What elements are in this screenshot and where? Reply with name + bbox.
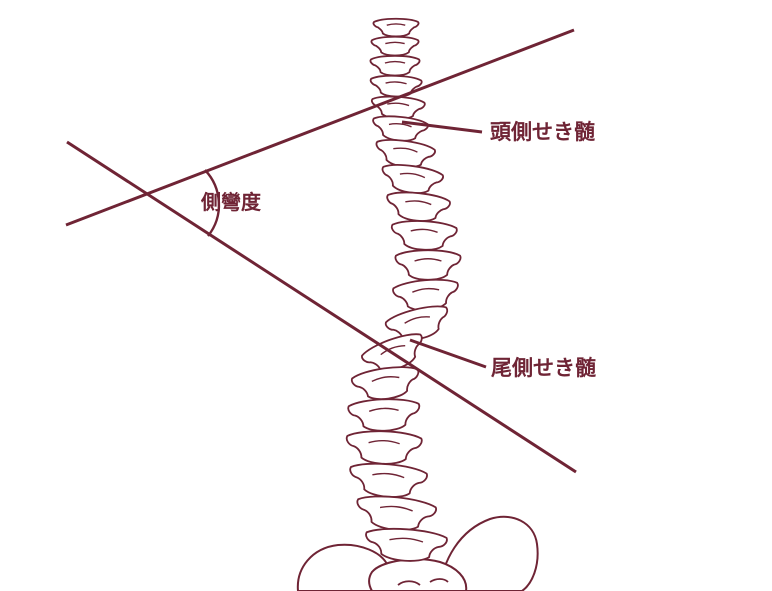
vertebra	[375, 139, 436, 168]
angle-arc	[204, 169, 221, 237]
vertebra-detail	[414, 258, 442, 262]
vertebra-detail	[387, 102, 410, 107]
vertebra	[370, 35, 420, 57]
vertebra	[372, 17, 420, 38]
vertebra	[384, 305, 449, 341]
vertebra-detail	[393, 147, 418, 153]
vertebra	[349, 462, 428, 498]
cobb-angle-label: 側彎度	[200, 190, 262, 214]
vertebra-detail	[404, 316, 430, 324]
vertebra-detail	[372, 472, 405, 479]
vertebra	[369, 74, 423, 98]
pelvis	[296, 515, 539, 591]
vertebra-detail	[388, 122, 412, 128]
caudal-endplate-line	[66, 140, 577, 474]
vertebra	[350, 366, 420, 401]
vertebra	[369, 54, 421, 77]
vertebra-detail	[412, 287, 440, 293]
caudal-vertebra-label: 尾側せき髄	[491, 356, 596, 380]
cranial-vertebra-label: 頭側せき髄	[490, 120, 595, 144]
cranial-endplate-line	[65, 28, 575, 227]
vertebra-detail	[389, 537, 424, 543]
vertebra	[356, 495, 437, 532]
vertebra-detail	[385, 41, 405, 45]
vertebra	[390, 220, 458, 251]
pelvis-right-wing	[439, 515, 539, 591]
sacrum-foramen	[397, 580, 421, 586]
vertebra-detail	[410, 228, 438, 233]
vertebra	[394, 249, 462, 281]
vertebra	[392, 278, 459, 311]
vertebra-detail	[399, 172, 426, 179]
vertebra	[365, 527, 448, 562]
vertebra-detail	[379, 505, 413, 512]
vertebra-detail	[380, 345, 406, 356]
vertebra-detail	[405, 200, 432, 206]
cranial-leader-line	[401, 120, 483, 134]
vertebra-detail	[368, 407, 399, 412]
vertebra	[345, 430, 423, 465]
vertebra	[386, 191, 451, 222]
vertebra-detail	[385, 81, 407, 85]
vertebra-detail	[386, 23, 406, 26]
vertebra	[347, 398, 421, 432]
vertebra	[372, 115, 429, 142]
spine	[345, 17, 462, 562]
vertebra-detail	[368, 440, 400, 445]
caudal-leader-line	[409, 338, 487, 369]
vertebra-detail	[371, 376, 400, 382]
vertebra	[381, 164, 444, 194]
vertebra-detail	[384, 60, 406, 64]
sacrum-foramen	[429, 578, 449, 583]
